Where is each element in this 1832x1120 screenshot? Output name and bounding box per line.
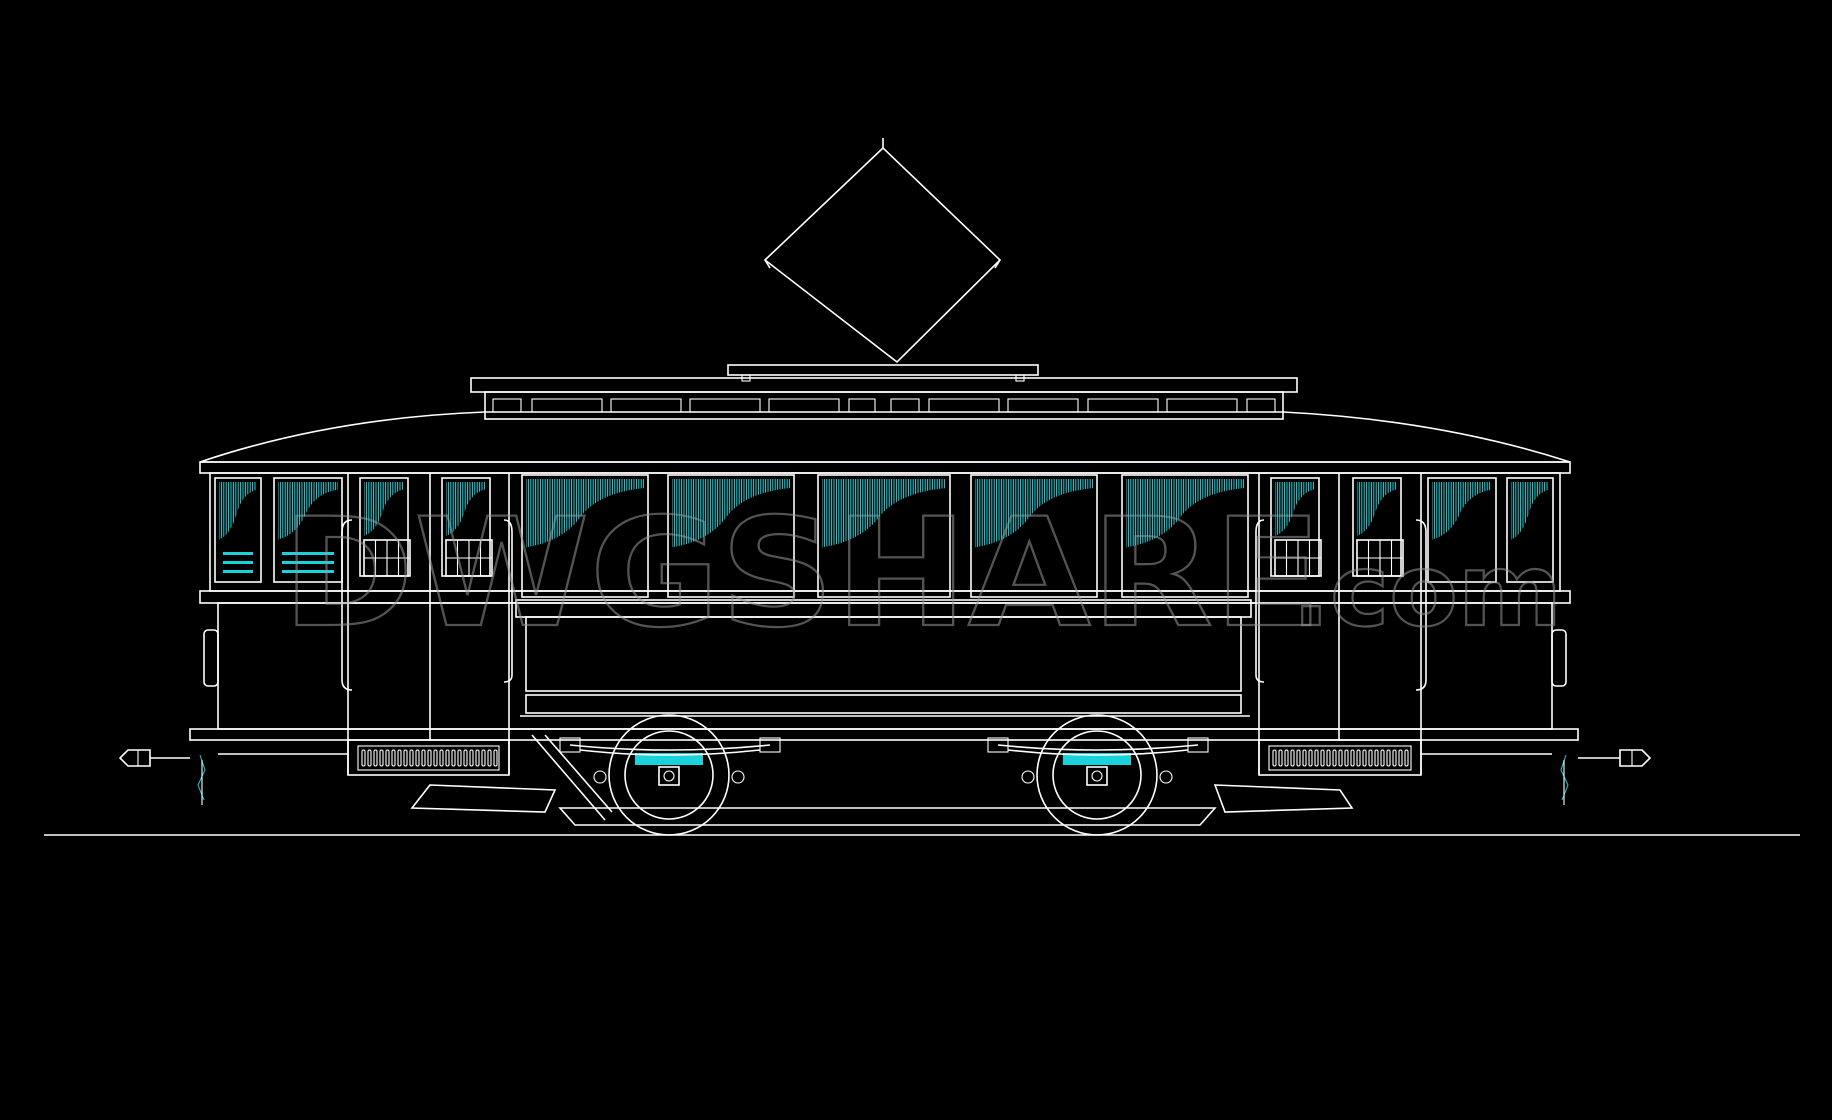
step-box [363,539,411,577]
coupler-right [1560,749,1652,805]
pantograph [727,138,1039,382]
roof-vent [1246,398,1276,413]
underframe-vents [357,745,1412,771]
roof-vent [768,398,840,413]
step-box [1274,539,1322,577]
vent-grille [1268,745,1412,771]
roof-vent [890,398,920,413]
vent-grille [357,745,500,771]
roof-vent [928,398,1000,413]
roof-vent [1166,398,1238,413]
roof-vent [1087,398,1159,413]
roof-vent [492,398,522,413]
lifeguards [410,734,1354,826]
car-roof [199,411,1571,474]
roof-vent [531,398,603,413]
watermark-brand: DWGSHARE [282,487,1322,661]
step-box [445,539,493,577]
roof-vent [689,398,761,413]
roof-vent [610,398,682,413]
bogie-left [559,714,781,836]
coupler-left [118,749,206,805]
door-fittings [341,519,1427,691]
window [214,477,262,583]
watermark: DWGSHARE .com [281,486,1563,662]
roof-vent [1007,398,1079,413]
step-box [1356,539,1404,577]
car-body [189,472,1579,776]
roof-vent [848,398,876,413]
bogie-right [987,714,1209,836]
watermark-suffix: .com [1292,532,1562,649]
roof-lantern [470,377,1298,420]
